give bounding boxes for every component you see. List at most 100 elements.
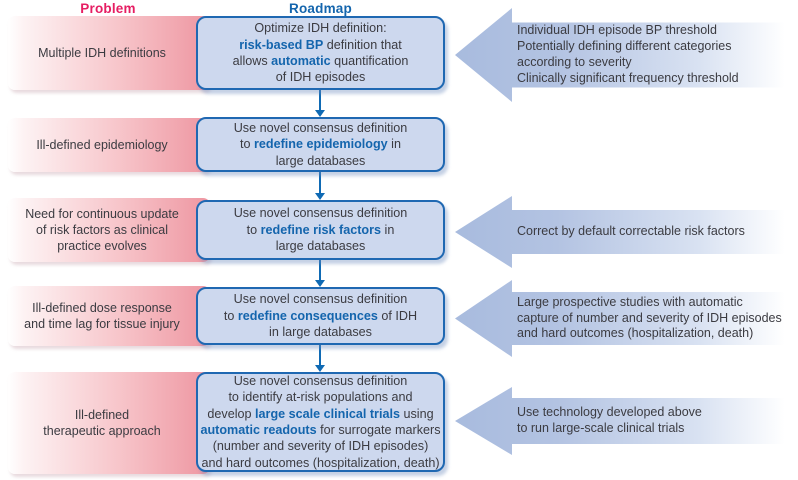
plain-text: Use novel consensus definition bbox=[233, 206, 408, 221]
problem-label: Multiple IDH definitions bbox=[8, 45, 210, 61]
side-arrow-line: Clinically significant frequency thresho… bbox=[517, 70, 739, 85]
plain-text: Optimize IDH definition: bbox=[254, 21, 387, 36]
roadmap-box-line: to redefine consequences of IDH bbox=[224, 308, 417, 324]
plain-text: develop bbox=[207, 406, 256, 421]
flow-down-arrow-line bbox=[319, 260, 321, 281]
roadmap-box: Use novel consensus definition to identif… bbox=[196, 372, 445, 472]
roadmap-box-line: of IDH episodes bbox=[233, 69, 409, 85]
side-arrow-line: according to severity bbox=[517, 55, 632, 69]
problem-line: Need for continuous update bbox=[25, 207, 179, 221]
roadmap-box-line: allows automatic quantification bbox=[233, 53, 409, 69]
problem-line: practice evolves bbox=[57, 239, 147, 253]
problem-bar: Ill-defined epidemiology bbox=[8, 118, 210, 172]
roadmap-box-line: automatic readouts for surrogate markers bbox=[200, 422, 440, 438]
roadmap-box-line: Use novel consensus definition bbox=[234, 120, 408, 136]
plain-text: to bbox=[240, 137, 255, 152]
left-arrow-shape-icon bbox=[455, 8, 795, 102]
roadmap-box: Optimize IDH definition:risk-based BP de… bbox=[196, 16, 445, 90]
roadmap-box-line: Optimize IDH definition: bbox=[233, 20, 409, 36]
highlight-text: automatic readouts bbox=[200, 423, 317, 437]
flow-down-arrowhead-icon bbox=[314, 365, 325, 372]
flow-down-arrow-line bbox=[319, 90, 321, 111]
side-arrow-line: Large prospective studies with automatic bbox=[517, 294, 743, 309]
problem-bar: Multiple IDH definitions bbox=[8, 16, 210, 90]
roadmap-box-line: large databases bbox=[234, 153, 408, 169]
plain-text: for surrogate markers bbox=[316, 423, 441, 437]
column-header-roadmap: Roadmap bbox=[289, 1, 352, 16]
roadmap-box-line: to redefine risk factors in bbox=[234, 222, 408, 238]
problem-label: Need for continuous update of risk factor… bbox=[8, 206, 210, 254]
side-arrow-line: Use technology developed above bbox=[517, 405, 702, 420]
problem-line: therapeutic approach bbox=[43, 424, 161, 438]
roadmap-box-line: large databases bbox=[234, 238, 408, 254]
plain-text: in bbox=[387, 137, 401, 152]
problem-label: Ill-defined dose response and time lag fo… bbox=[8, 300, 210, 332]
plain-text: Use novel consensus definition bbox=[233, 373, 408, 388]
roadmap-box-line: in large databases bbox=[224, 324, 417, 340]
plain-text: large databases bbox=[275, 239, 366, 254]
plain-text: Use novel consensus definition bbox=[233, 120, 408, 135]
roadmap-box-line: develop large scale clinical trials usin… bbox=[200, 406, 440, 422]
left-arrow-shape-icon bbox=[455, 387, 795, 455]
highlight-text: redefine epidemiology bbox=[254, 137, 388, 152]
highlight-text: large scale clinical trials bbox=[255, 406, 400, 421]
left-arrow-shape-icon bbox=[455, 280, 795, 357]
flow-down-arrowhead-icon bbox=[314, 110, 325, 117]
roadmap-box-line: to identify at-risk populations and bbox=[200, 389, 440, 405]
plain-text: of IDH bbox=[377, 308, 418, 323]
plain-text: Use novel consensus definition bbox=[233, 292, 408, 307]
roadmap-box-line: and hard outcomes (hospitalization, deat… bbox=[200, 455, 440, 471]
roadmap-box-line: Use novel consensus definition bbox=[224, 291, 417, 307]
flow-down-arrowhead-icon bbox=[314, 193, 325, 200]
side-arrow-line: Correct by default correctable risk fact… bbox=[517, 224, 745, 239]
problem-bar: Ill-defined therapeutic approach bbox=[8, 372, 210, 474]
highlight-text: redefine consequences bbox=[237, 308, 378, 323]
roadmap-box-line: Use novel consensus definition bbox=[200, 373, 440, 389]
problem-label: Ill-defined therapeutic approach bbox=[8, 407, 210, 439]
plain-text: quantification bbox=[330, 54, 409, 68]
problem-line: Ill-defined bbox=[74, 408, 130, 422]
roadmap-box-text: Optimize IDH definition:risk-based BP de… bbox=[233, 20, 409, 86]
flow-down-arrow-line bbox=[319, 345, 321, 366]
plain-text: in bbox=[381, 222, 395, 237]
plain-text: and hard outcomes (hospitalization, deat… bbox=[201, 455, 440, 470]
problem-bar: Need for continuous update of risk factor… bbox=[8, 198, 210, 262]
side-arrow-text: Large prospective studies with automatic… bbox=[455, 295, 782, 342]
highlight-text: automatic bbox=[271, 54, 331, 68]
plain-text: to identify at-risk populations and bbox=[228, 390, 413, 405]
flow-down-arrowhead-icon bbox=[314, 280, 325, 287]
side-arrow-line: and hard outcomes (hospitalization, deat… bbox=[517, 326, 754, 341]
problem-line: Multiple IDH definitions bbox=[38, 46, 166, 60]
side-arrow-left: Correct by default correctable risk fact… bbox=[455, 196, 795, 268]
side-arrow-line: capture of number and severity of IDH ep… bbox=[517, 310, 782, 325]
roadmap-box-line: (number and severity of IDH episodes) bbox=[200, 438, 440, 454]
side-arrow-line: Individual IDH episode BP threshold bbox=[517, 23, 717, 38]
problem-line: of risk factors as clinical bbox=[36, 223, 168, 237]
highlight-text: redefine risk factors bbox=[260, 222, 382, 237]
roadmap-box-text: Use novel consensus definition to identif… bbox=[200, 373, 440, 471]
problem-line: Ill-defined dose response bbox=[32, 301, 172, 315]
plain-text: definition that bbox=[323, 37, 402, 52]
problem-line: Ill-defined epidemiology bbox=[36, 138, 168, 152]
flow-down-arrow-line bbox=[319, 172, 321, 194]
problem-line: and time lag for tissue injury bbox=[24, 317, 180, 331]
roadmap-box-line: to redefine epidemiology in bbox=[234, 136, 408, 152]
roadmap-box-line: Use novel consensus definition bbox=[234, 205, 408, 221]
plain-text: large databases bbox=[275, 153, 366, 168]
side-arrow-line: to run large-scale clinical trials bbox=[517, 421, 685, 435]
plain-text: using bbox=[399, 406, 434, 421]
plain-text: to bbox=[246, 222, 261, 237]
problem-label: Ill-defined epidemiology bbox=[8, 137, 210, 153]
plain-text: (number and severity of IDH episodes) bbox=[212, 439, 429, 454]
roadmap-box-line: risk-based BP definition that bbox=[233, 37, 409, 53]
